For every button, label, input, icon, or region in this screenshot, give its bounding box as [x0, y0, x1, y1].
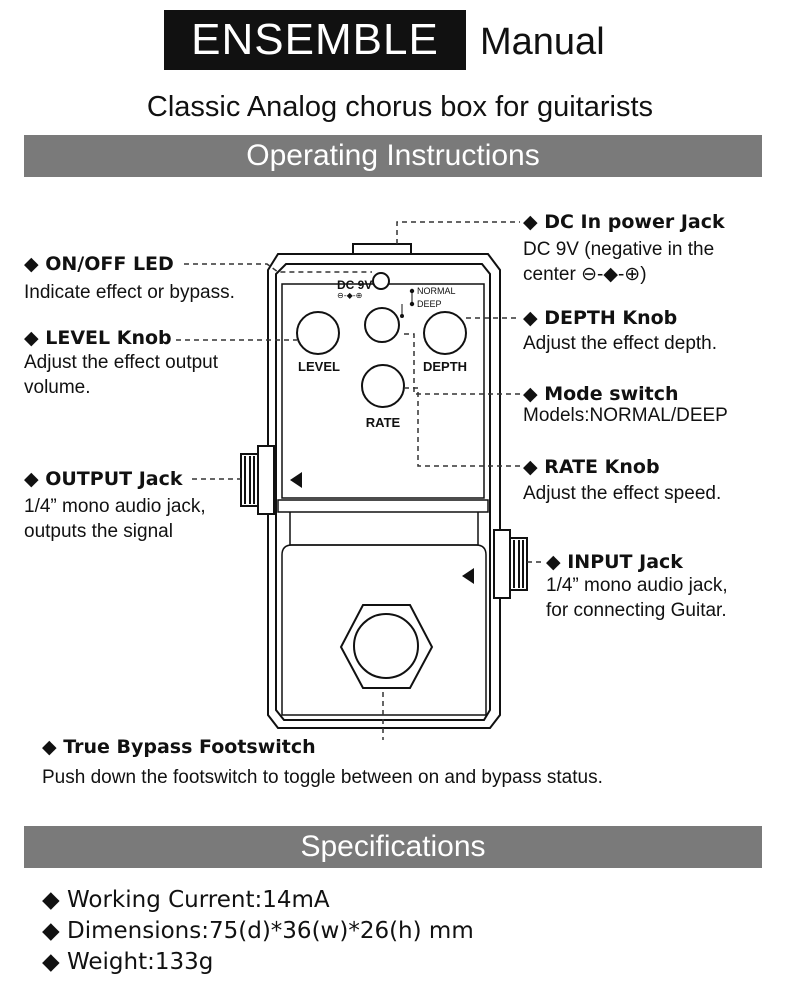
callout-dc-line1: DC 9V (negative in the	[523, 239, 715, 260]
callout-footswitch-title: ◆ True Bypass Footswitch	[42, 736, 316, 758]
dc-label: DC 9V	[337, 278, 372, 292]
callout-output-line2: outputs the signal	[24, 521, 173, 542]
section-band-specifications: Specifications	[24, 826, 762, 868]
leader-mode	[404, 333, 520, 395]
dc-jack	[352, 243, 412, 255]
rate-knob	[361, 364, 405, 408]
output-arrow	[290, 472, 302, 488]
product-title: ENSEMBLE	[191, 15, 439, 64]
callout-mode-line1: Models:NORMAL/DEEP	[523, 405, 728, 426]
mode-normal-label: NORMAL	[417, 286, 456, 296]
callout-mode-title: ◆ Mode switch	[523, 383, 679, 405]
section-title-specifications: Specifications	[300, 830, 486, 863]
mode-switch	[364, 307, 400, 343]
led	[372, 272, 390, 290]
output-jack	[257, 445, 275, 515]
level-label: LEVEL	[298, 359, 340, 374]
callout-dc-title: ◆ DC In power Jack	[523, 211, 725, 233]
title-badge: ENSEMBLE	[164, 10, 466, 70]
callout-input-line1: 1/4” mono audio jack,	[546, 575, 728, 596]
callout-level-line2: volume.	[24, 377, 91, 398]
callout-level-line1: Adjust the effect output	[24, 352, 219, 373]
subtitle: Classic Analog chorus box for guitarists	[146, 91, 654, 123]
title-suffix: Manual	[480, 21, 605, 63]
callout-output-line1: 1/4” mono audio jack,	[24, 496, 206, 517]
leader-footswitch	[382, 688, 384, 740]
section-band-operating: Operating Instructions	[24, 135, 762, 177]
polarity-label: ⊖-◆-⊕	[337, 291, 362, 300]
callout-output-title: ◆ OUTPUT Jack	[24, 468, 183, 490]
input-arrow	[462, 568, 474, 584]
callout-input-title: ◆ INPUT Jack	[546, 551, 683, 573]
callout-led-line1: Indicate effect or bypass.	[24, 282, 235, 303]
pedal-diagram: DC 9V ⊖-◆-⊕ NORMAL DEEP LEVEL DEPTH RATE	[176, 221, 545, 740]
callout-rate-title: ◆ RATE Knob	[523, 456, 660, 478]
depth-knob	[423, 311, 467, 355]
callout-led-title: ◆ ON/OFF LED	[24, 253, 174, 275]
footswitch	[339, 604, 434, 689]
callout-rate-line1: Adjust the effect speed.	[523, 483, 722, 504]
callout-depth-line1: Adjust the effect depth.	[523, 333, 718, 354]
input-jack	[493, 529, 511, 599]
leader-dc	[396, 221, 520, 244]
rate-label: RATE	[366, 415, 401, 430]
spec-item: ◆ Weight:133g	[42, 949, 214, 975]
callout-depth-title: ◆ DEPTH Knob	[523, 307, 678, 329]
mode-deep-label: DEEP	[417, 299, 442, 309]
callout-level-title: ◆ LEVEL Knob	[24, 327, 172, 349]
spec-item: ◆ Working Current:14mA	[42, 887, 330, 913]
section-title-operating: Operating Instructions	[246, 139, 540, 172]
leader-rate	[404, 387, 520, 467]
depth-label: DEPTH	[423, 359, 467, 374]
callout-input-line2: for connecting Guitar.	[546, 600, 727, 621]
level-knob	[296, 311, 340, 355]
callout-dc-line2: center ⊖-◆-⊕)	[523, 264, 647, 285]
spec-item: ◆ Dimensions:75(d)*36(w)*26(h) mm	[42, 918, 474, 944]
callout-footswitch-line1: Push down the footswitch to toggle betwe…	[42, 767, 603, 788]
pedal-body	[267, 253, 501, 729]
